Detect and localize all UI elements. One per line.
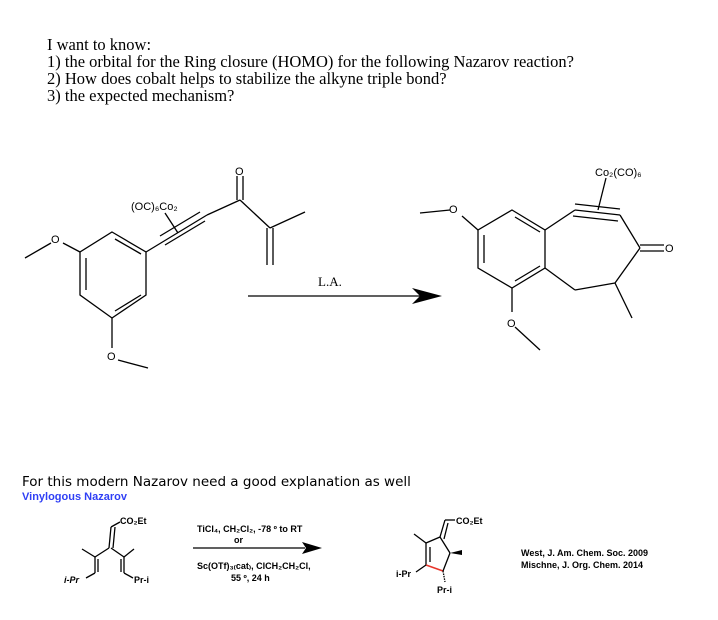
arrow-head <box>412 288 442 304</box>
vinylogous-reactant: CO₂Et i-Pr Pr-i <box>64 516 149 585</box>
question-2: 2) How does cobalt helps to stabilize th… <box>47 69 447 88</box>
arrow-head <box>302 542 322 554</box>
oxygen-label: O <box>51 234 60 246</box>
conditions-or: or <box>234 535 243 545</box>
oxygen-label: O <box>665 243 674 255</box>
oxygen-label: O <box>507 318 516 330</box>
reagent-label: L.A. <box>318 274 342 289</box>
ipr-label: i-Pr <box>396 569 412 579</box>
product-cobalt-label: Co₂(CO)₆ <box>595 167 642 179</box>
oxygen-label: O <box>107 351 116 363</box>
modern-nazarov-note: For this modern Nazarov need a good expl… <box>22 474 411 490</box>
conditions-3: 55 º, 24 h <box>231 573 270 583</box>
co2et-label: CO₂Et <box>456 516 483 526</box>
oxygen-label: O <box>449 204 458 216</box>
pri-label: Pr-i <box>134 575 149 585</box>
conditions-1: TiCl₄, CH₂Cl₂, -78 º to RT <box>197 524 303 534</box>
vinylogous-nazarov-title: Vinylogous Nazarov <box>22 491 127 503</box>
reference-2: Mischne, J. Org. Chem. 2014 <box>521 560 643 570</box>
co2et-label: CO₂Et <box>120 516 147 526</box>
question-intro: I want to know: <box>47 35 152 54</box>
question-1: 1) the orbital for the Ring closure (HOM… <box>47 52 574 71</box>
vinylogous-product: CO₂Et i-Pr Pr-i <box>396 516 483 595</box>
pri-label: Pr-i <box>437 585 452 595</box>
oxygen-label: O <box>235 166 244 178</box>
reactant-cobalt-label: (OC)₆Co₂ <box>131 201 178 213</box>
conditions-2: Sc(OTf)₃₍cat₎, ClCH₂CH₂Cl, <box>197 561 311 571</box>
reference-1: West, J. Am. Chem. Soc. 2009 <box>521 548 648 558</box>
product-structure: O O O Co₂(CO)₆ <box>419 167 674 351</box>
ipr-label: i-Pr <box>64 575 80 585</box>
reactant-structure: O O O (OC)₆Co₂ <box>24 166 306 369</box>
question-3: 3) the expected mechanism? <box>47 86 235 105</box>
